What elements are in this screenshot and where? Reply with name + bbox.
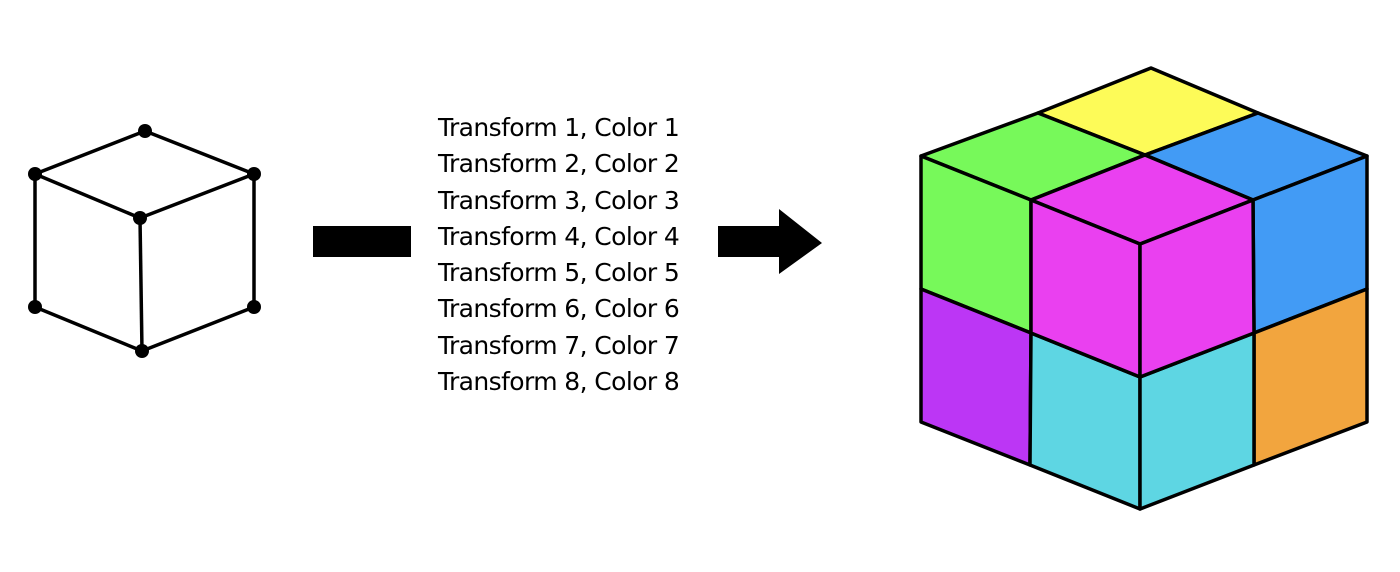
transform-item: Transform 8, Color 8 bbox=[438, 367, 680, 397]
arrow-right-icon bbox=[718, 209, 822, 274]
colored-cube-assembly bbox=[919, 66, 1369, 511]
wireframe-bottom-edges bbox=[34, 305, 255, 353]
wireframe-cube bbox=[33, 129, 256, 353]
wireframe-vertices bbox=[28, 124, 261, 358]
vertex-dot bbox=[135, 344, 149, 358]
transform-item: Transform 6, Color 6 bbox=[438, 294, 680, 324]
wireframe-top-face bbox=[34, 129, 256, 220]
vertex-dot bbox=[133, 211, 147, 225]
transform-item: Transform 4, Color 4 bbox=[438, 221, 680, 251]
vertex-dot bbox=[28, 167, 42, 181]
transform-list: Transform 1, Color 1 Transform 2, Color … bbox=[438, 110, 680, 400]
cell-top-front-magenta-right bbox=[1138, 198, 1256, 379]
wireframe-edge bbox=[138, 217, 144, 352]
transform-item: Transform 2, Color 2 bbox=[438, 149, 680, 179]
transform-item: Transform 5, Color 5 bbox=[438, 258, 680, 288]
transform-item: Transform 1, Color 1 bbox=[438, 113, 680, 142]
vertex-dot bbox=[247, 300, 261, 314]
vertex-dot bbox=[28, 300, 42, 314]
transform-item: Transform 3, Color 3 bbox=[438, 185, 680, 215]
operator-bar bbox=[313, 226, 411, 257]
vertex-dot bbox=[247, 167, 261, 181]
vertex-dot bbox=[138, 124, 152, 138]
transform-item: Transform 7, Color 7 bbox=[438, 330, 680, 360]
